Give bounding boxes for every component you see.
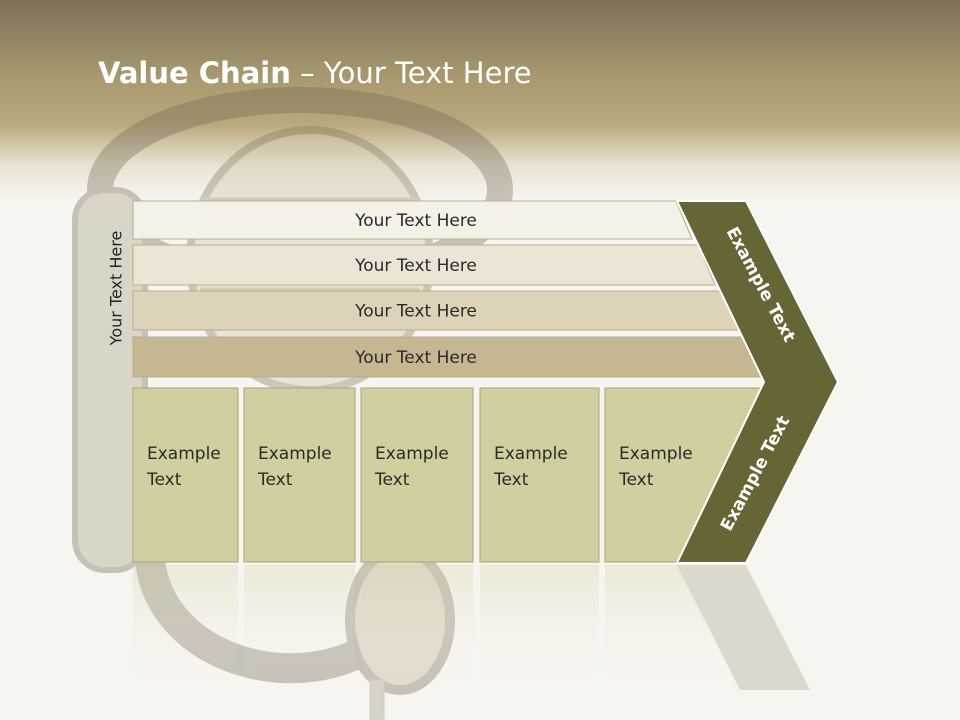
- value-chain-chevron-arrow: [675, 200, 840, 564]
- value-chain-column-label-line1: Example: [494, 444, 568, 464]
- column-reflection: [361, 565, 473, 690]
- value-chain-row-label: Your Text Here: [354, 348, 477, 368]
- value-chain-column: [479, 387, 600, 563]
- value-chain-column: [360, 387, 474, 563]
- column-reflection: [480, 565, 599, 690]
- value-chain-row: [132, 244, 716, 286]
- value-chain-column-label-line2: Text: [374, 470, 410, 490]
- title-rest: – Your Text Here: [290, 56, 532, 90]
- title-bold: Value Chain: [98, 56, 291, 90]
- value-chain-row: [132, 200, 693, 240]
- value-chain-column-label-line1: Example: [375, 444, 449, 464]
- value-chain-column-label-line2: Text: [493, 470, 529, 490]
- value-chain-column-label-line1: Example: [619, 444, 693, 464]
- value-chain-column-label-line2: Text: [257, 470, 293, 490]
- value-chain-column-label-line2: Text: [146, 470, 182, 490]
- value-chain-row-label: Your Text Here: [354, 256, 477, 276]
- column-reflection: [244, 565, 355, 690]
- value-chain-column-label-line2: Text: [618, 470, 654, 490]
- value-chain-column: [132, 387, 239, 563]
- column-reflection: [133, 565, 238, 690]
- page-title: Value Chain – Your Text Here: [98, 56, 532, 90]
- header-band: [0, 0, 960, 200]
- value-chain-column-label-line1: Example: [258, 444, 332, 464]
- column-reflection: [605, 565, 740, 690]
- value-chain-row-label: Your Text Here: [354, 302, 477, 322]
- value-chain-column-label-line1: Example: [147, 444, 221, 464]
- value-chain-column: [243, 387, 356, 563]
- value-chain-row-label: Your Text Here: [354, 211, 477, 231]
- arrow-reflection: [677, 565, 810, 690]
